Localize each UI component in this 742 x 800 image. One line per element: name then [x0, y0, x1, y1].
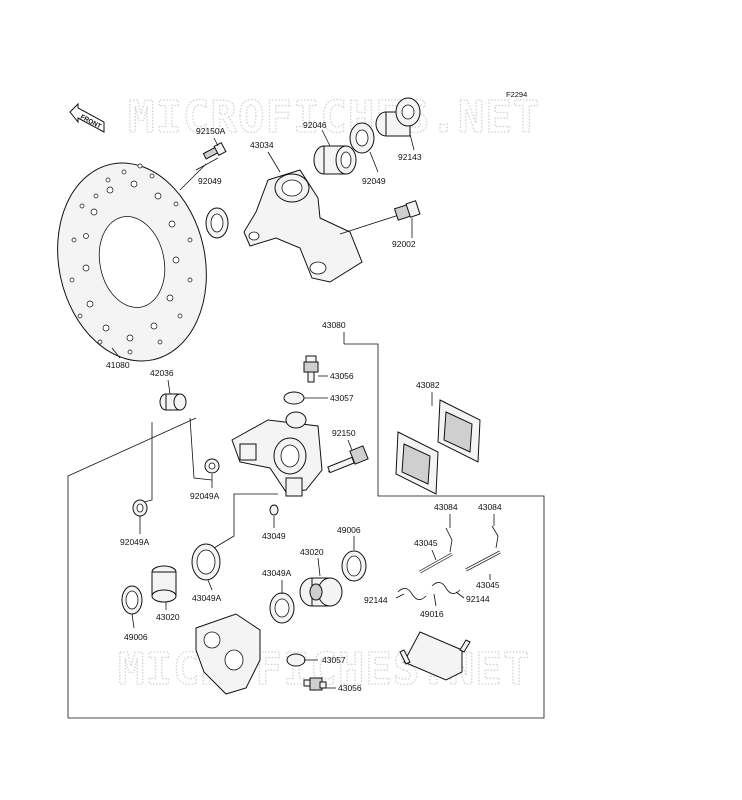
label-92049-top: 92049	[198, 176, 222, 186]
label-43049a-b: 43049A	[262, 568, 292, 578]
caliper-body-upper	[231, 411, 323, 497]
label-92144-b: 92144	[466, 594, 490, 604]
pad-spring-49016	[399, 631, 471, 681]
label-43049a-a: 43049A	[192, 593, 222, 603]
label-92046: 92046	[303, 120, 327, 130]
label-92144-a: 92144	[364, 595, 388, 605]
label-92150: 92150	[332, 428, 356, 438]
piston-43020-right	[299, 577, 343, 607]
label-92143: 92143	[398, 152, 422, 162]
label-92002: 92002	[392, 239, 416, 249]
label-49006-right: 49006	[337, 525, 361, 535]
bolt-92150a	[195, 142, 227, 171]
label-43084-b: 43084	[478, 502, 502, 512]
label-43020-left: 43020	[156, 612, 180, 622]
label-49016: 49016	[420, 609, 444, 619]
label-92150a: 92150A	[196, 126, 226, 136]
pad-pin-43045-right	[465, 550, 501, 572]
label-92049a-a: 92049A	[190, 491, 220, 501]
bleeder-cap-bottom	[286, 653, 306, 667]
assembly-outline-left	[67, 417, 197, 718]
caliper-bracket	[243, 169, 363, 283]
label-43080: 43080	[322, 320, 346, 330]
clip-92144-right	[431, 582, 461, 594]
front-arrow-icon: FRONT	[69, 102, 105, 133]
label-43056-bottom: 43056	[338, 683, 362, 693]
brake-disc	[57, 162, 207, 362]
label-43034: 43034	[250, 140, 274, 150]
sleeve-42036	[159, 393, 187, 411]
pad-pin-43045-left	[419, 552, 453, 574]
bleeder-valve-top	[303, 355, 319, 383]
clip-92144-left	[397, 588, 427, 600]
assembly-outline-right	[68, 343, 545, 719]
label-43045-a: 43045	[414, 538, 438, 548]
oring-43049	[269, 504, 279, 516]
label-43057-bottom: 43057	[322, 655, 346, 665]
label-43082: 43082	[416, 380, 440, 390]
label-43049: 43049	[262, 531, 286, 541]
diagram-code: F2294	[506, 90, 527, 99]
label-43020-right: 43020	[300, 547, 324, 557]
watermark-top: MICROFICHES.NET	[128, 92, 540, 143]
label-43057-top: 43057	[330, 393, 354, 403]
label-42036: 42036	[150, 368, 174, 378]
label-43056-top: 43056	[330, 371, 354, 381]
label-43084-a: 43084	[434, 502, 458, 512]
bearing-92046	[313, 145, 357, 175]
bolt-92150	[327, 445, 369, 474]
label-41080: 41080	[106, 360, 130, 370]
bolt-92002	[339, 200, 421, 235]
label-92049a-b: 92049A	[120, 537, 150, 547]
pad-clip-43084-left	[445, 527, 453, 553]
label-92049-mid: 92049	[362, 176, 386, 186]
caliper-body-lower	[195, 613, 261, 695]
pad-clip-43084-right	[491, 525, 499, 549]
label-49006-left: 49006	[124, 632, 148, 642]
bleeder-valve-bottom	[303, 677, 327, 691]
bleeder-cap-top	[283, 391, 305, 405]
label-43045-b: 43045	[476, 580, 500, 590]
brake-pads	[395, 399, 481, 495]
collar-92143	[375, 97, 421, 137]
piston-43020-left	[151, 565, 177, 603]
